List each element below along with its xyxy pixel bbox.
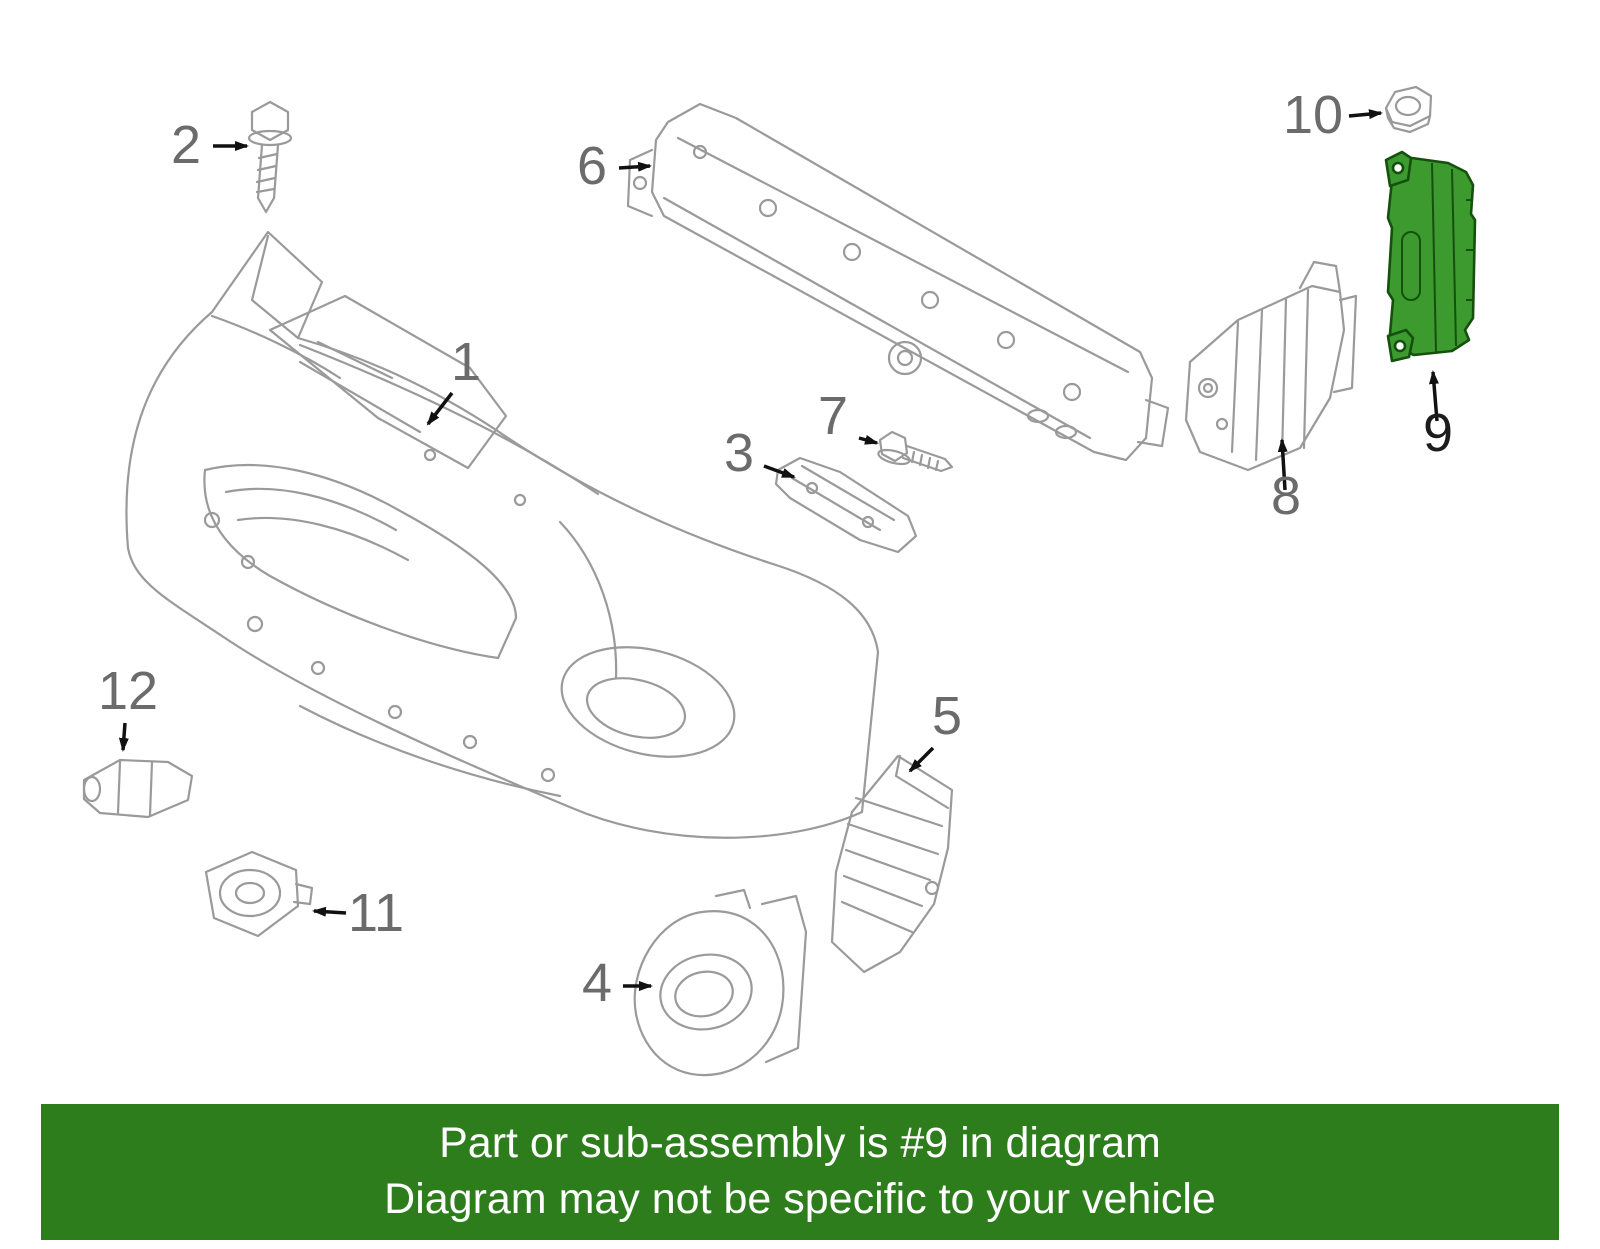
callout-11-label: 11 bbox=[348, 883, 404, 943]
callout-8: 8 bbox=[1271, 438, 1301, 526]
callout-5-label: 5 bbox=[932, 686, 962, 746]
callouts: 1 2 3 4 5 6 bbox=[98, 85, 1453, 1013]
callout-1-label: 1 bbox=[451, 332, 481, 392]
callout-9-label: 9 bbox=[1423, 403, 1453, 463]
callout-10: 10 bbox=[1283, 85, 1383, 145]
impact-bar-part-6 bbox=[626, 102, 1170, 462]
callout-1: 1 bbox=[426, 332, 481, 426]
callout-3-arrow bbox=[763, 464, 796, 479]
callout-12-arrow bbox=[118, 722, 129, 752]
callout-12: 12 bbox=[98, 661, 158, 752]
callout-6: 6 bbox=[577, 136, 652, 196]
nut-part-10 bbox=[1384, 85, 1433, 134]
bumper-cover-part-1 bbox=[125, 230, 880, 839]
callout-8-arrow bbox=[1277, 438, 1288, 491]
bracket-part-8 bbox=[1184, 260, 1358, 472]
callout-12-label: 12 bbox=[98, 661, 158, 721]
callout-5-arrow bbox=[908, 746, 935, 773]
callout-9-arrow bbox=[1428, 370, 1439, 422]
callout-8-label: 8 bbox=[1271, 466, 1301, 526]
callout-2: 2 bbox=[171, 115, 249, 175]
info-banner: Part or sub-assembly is #9 in diagram Di… bbox=[41, 1104, 1559, 1240]
clip-part-12 bbox=[82, 758, 194, 819]
bolt-part-7 bbox=[877, 430, 954, 473]
callout-7-arrow bbox=[858, 434, 879, 445]
callout-2-label: 2 bbox=[171, 115, 201, 175]
callout-4-label: 4 bbox=[582, 953, 612, 1013]
callout-7: 7 bbox=[818, 386, 879, 446]
line-art bbox=[82, 85, 1433, 1077]
callout-11: 11 bbox=[312, 883, 404, 943]
callout-9: 9 bbox=[1423, 370, 1453, 463]
callout-6-label: 6 bbox=[577, 136, 607, 196]
banner-line-2: Diagram may not be specific to your vehi… bbox=[384, 1175, 1216, 1223]
fog-bezel-part-4 bbox=[633, 888, 808, 1077]
callout-3: 3 bbox=[724, 423, 796, 483]
callout-10-arrow bbox=[1348, 109, 1383, 120]
callout-11-arrow bbox=[312, 906, 347, 917]
retainer-part-3 bbox=[774, 456, 918, 554]
corner-grille-part-5 bbox=[830, 754, 954, 974]
callout-7-label: 7 bbox=[818, 386, 848, 446]
bolt-part-2 bbox=[247, 100, 293, 214]
highlighted-part-9 bbox=[1384, 150, 1477, 363]
sensor-part-11 bbox=[204, 850, 314, 938]
callout-1-arrow bbox=[426, 391, 454, 426]
callout-10-label: 10 bbox=[1283, 85, 1343, 145]
callout-5: 5 bbox=[908, 686, 962, 773]
banner-line-1: Part or sub-assembly is #9 in diagram bbox=[439, 1119, 1161, 1168]
callout-6-arrow bbox=[618, 161, 652, 172]
callout-3-label: 3 bbox=[724, 423, 754, 483]
callout-4: 4 bbox=[582, 953, 653, 1013]
